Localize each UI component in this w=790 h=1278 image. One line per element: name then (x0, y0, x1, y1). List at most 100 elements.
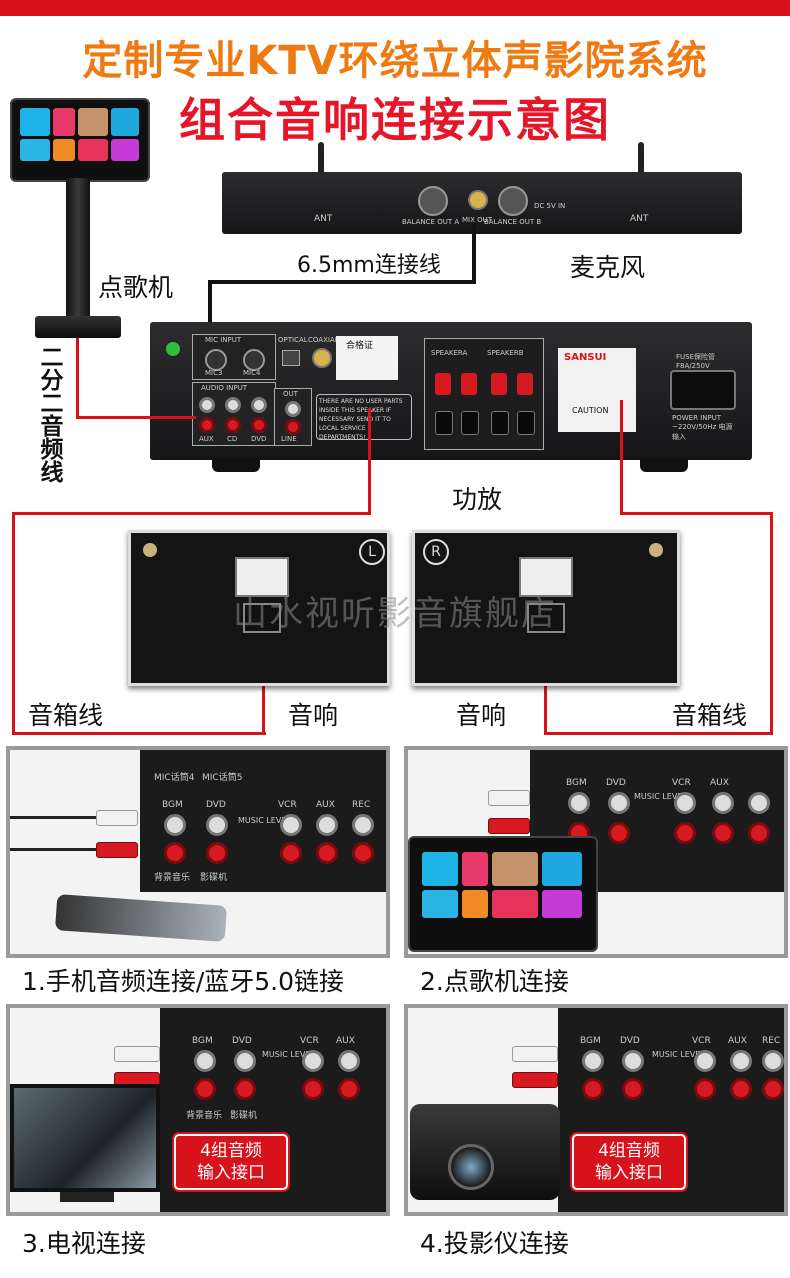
panel-4-bgm: BGM (580, 1036, 601, 1046)
speaker-cable-right-side (770, 512, 773, 734)
speaker-cable-right-label: 音箱线 (672, 701, 748, 730)
fuse-label: FUSE保险管 F8A/250V (676, 353, 716, 370)
cd-r-jack (225, 417, 241, 433)
tv-icon (10, 1084, 160, 1192)
aux-r-jack (199, 417, 215, 433)
panel-4-vcr-l (694, 1050, 716, 1072)
panel-1-rec-r (352, 842, 374, 864)
amp-foot-left (212, 458, 260, 472)
mic-ant-left-label: ANT (314, 214, 333, 224)
panel-4-rec-r (762, 1078, 784, 1100)
panel-2-vcr-r (674, 822, 696, 844)
power-input-label: POWER INPUT ~220V/50Hz 电源输入 (672, 414, 733, 441)
xlr-b (498, 186, 528, 216)
panel-3-dvd-l (234, 1050, 256, 1072)
panel-3-input-tag: 4组音频 输入接口 (174, 1134, 288, 1190)
panel-1-rca-red-plug (96, 842, 138, 858)
panel-3-vcr-r (302, 1078, 324, 1100)
step-1-caption: 1.手机音频连接/蓝牙5.0链接 (22, 967, 345, 996)
panel-1-rec-l (352, 814, 374, 836)
mic3-label: MIC3 (205, 369, 223, 377)
panel-2-rec-l (748, 792, 770, 814)
speaker-cable-left-bottom (12, 732, 266, 735)
speaker-left-plate (235, 557, 289, 597)
panel-2-rec-r (748, 822, 770, 844)
panel-3-bgm-l (194, 1050, 216, 1072)
cable-65mm-horizontal (210, 280, 476, 284)
panel-3-bgm-r (194, 1078, 216, 1100)
panel-2-aux-r (712, 822, 734, 844)
out-label: OUT (283, 390, 298, 398)
panel-1-dvd-l (206, 814, 228, 836)
optical-port (282, 350, 300, 366)
panel-3-dvd-r (234, 1078, 256, 1100)
terminal-a-l-red (461, 373, 477, 395)
speaker-cable-left-up (368, 408, 371, 514)
panel-4-rec-l (762, 1050, 784, 1072)
panel-3-bgm: BGM (192, 1036, 213, 1046)
out-l-jack (285, 401, 301, 417)
panel-4-bgm-r (582, 1078, 604, 1100)
speaker-left-screw (143, 543, 157, 557)
panel-2-rca-white-plug (488, 790, 530, 806)
speaker-right-screw (649, 543, 663, 557)
panel-4-dvd-l (622, 1050, 644, 1072)
panel-1-aux-r (316, 842, 338, 864)
panel-2-vcr-l (674, 792, 696, 814)
warning-box: THERE ARE NO USER PARTS INSIDE THIS SPEA… (316, 394, 412, 440)
panel-1-bgm-cn: 背景音乐 (154, 873, 191, 883)
panel-2-dvd: DVD (606, 778, 626, 788)
watermark: 山水视听影音旗舰店 (233, 594, 557, 634)
out-r-jack (285, 419, 301, 435)
terminal-b-r-black (491, 411, 509, 435)
speaker-cable-right-top (620, 512, 772, 515)
panel-1-bgm-r (164, 842, 186, 864)
speaker-right-badge: R (423, 539, 449, 565)
panel-3-rca-white-plug (114, 1046, 160, 1062)
panel-1-bgm-l (164, 814, 186, 836)
panel-4-rca-white-plug (512, 1046, 558, 1062)
aux-l-jack (199, 397, 215, 413)
balance-b-label: BALANCE OUT B (484, 218, 542, 226)
dvd-r-jack (251, 417, 267, 433)
mix-out-label: MIX OUT (462, 216, 493, 224)
panel-1-amp-closeup: MIC话筒4 MIC话筒5 BGM DVD VCR AUX REC MUSIC … (140, 750, 386, 892)
step-panel-2: BGM DVD VCR AUX MUSIC LEVEL (404, 746, 788, 958)
panel-2-dvd-r (608, 822, 630, 844)
step-panel-4: BGM DVD VCR AUX REC MUSIC LEVEL 4组音频 输入接… (404, 1004, 788, 1216)
step-4-caption: 4.投影仪连接 (420, 1229, 569, 1258)
audio-input-block: AUDIO INPUT AUX CD DVD (192, 382, 276, 446)
step-2-caption: 2.点歌机连接 (420, 967, 569, 996)
brand-sticker: SANSUI CAUTION (558, 348, 636, 432)
projector-icon (410, 1104, 560, 1200)
panel-3-vcr-l (302, 1050, 324, 1072)
panel-1-rca-white-plug (96, 810, 138, 826)
panel-1-mic5: MIC话筒5 (202, 773, 243, 783)
coaxial-label: COAXIAL (308, 336, 339, 344)
panel-3-bgm-cn: 背景音乐 (186, 1111, 223, 1121)
panel-3-vcr: VCR (300, 1036, 319, 1046)
speaker-cable-left-label: 音箱线 (28, 701, 104, 730)
panel-3-dvd: DVD (232, 1036, 252, 1046)
panel-1-vcr-l (280, 814, 302, 836)
panel-4-dvd: DVD (620, 1036, 640, 1046)
terminal-a-r-black (435, 411, 453, 435)
panel-1-dvd-cn: 影碟机 (200, 873, 228, 883)
cert-label: 合格证 (346, 341, 374, 351)
balance-a-label: BALANCE OUT A (402, 218, 460, 226)
caution-label: CAUTION (572, 406, 609, 415)
amp-foot-right (640, 458, 688, 472)
karaoke-machine (10, 98, 150, 182)
panel-3-tag-line1: 4组音频 (200, 1141, 262, 1161)
panel-4-rec: REC (762, 1036, 781, 1046)
panel-4-tag-line2: 输入接口 (595, 1163, 663, 1183)
mic-input-block: MIC INPUT MIC3 MIC4 (192, 334, 276, 380)
karaoke-stand-pole (66, 178, 90, 320)
phone-icon (54, 894, 228, 942)
panel-4-input-tag: 4组音频 输入接口 (572, 1134, 686, 1190)
cable-65mm-down (208, 280, 212, 340)
projector-lens-icon (448, 1144, 494, 1190)
panel-4-dvd-r (622, 1078, 644, 1100)
audio-cable-vertical (76, 338, 79, 418)
terminal-b-l-black (517, 411, 535, 435)
